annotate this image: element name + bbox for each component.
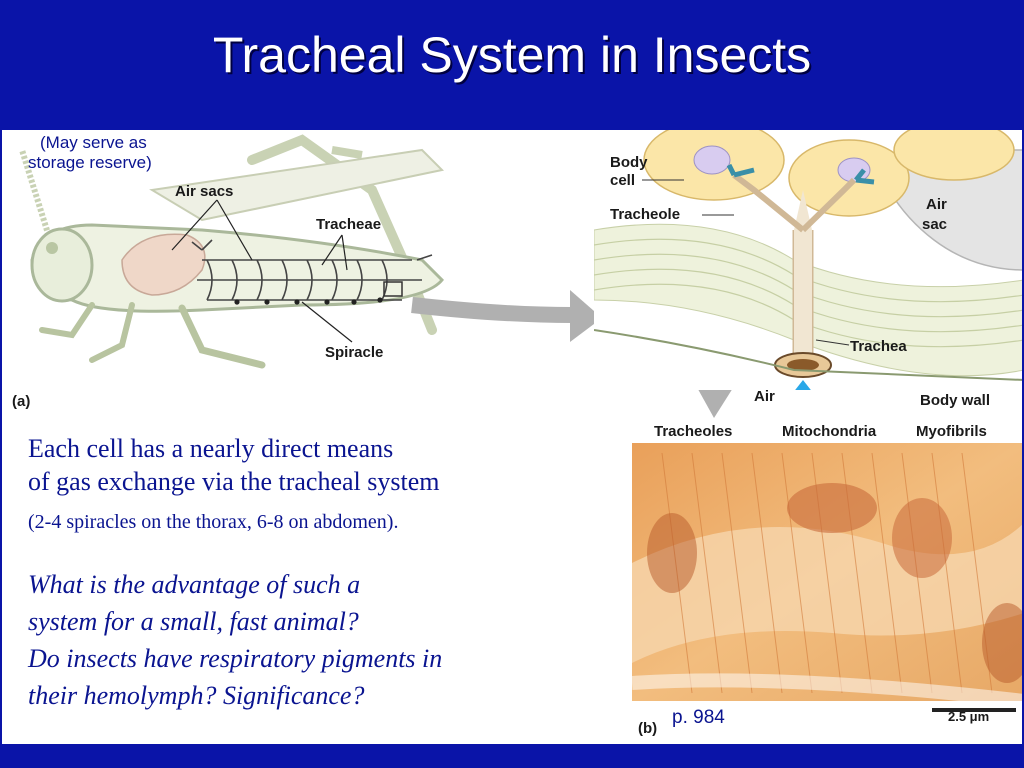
tracheole-micrograph — [632, 443, 1022, 701]
panel-label-a: (a) — [12, 393, 31, 410]
tracheole-detail-diagram — [594, 130, 1022, 390]
label-tracheoles: Tracheoles — [654, 423, 733, 440]
label-spiracle: Spiracle — [325, 344, 384, 361]
storage-note-line2: storage reserve) — [28, 153, 152, 172]
label-air-sacs: Air sacs — [175, 183, 234, 200]
body-line-2: of gas exchange via the tracheal system — [28, 467, 440, 496]
label-body-cell-2: cell — [610, 172, 636, 189]
label-air-sac-1: Air — [926, 196, 947, 213]
question-line-2: system for a small, fast animal? — [28, 607, 359, 636]
label-air: Air — [754, 388, 775, 405]
label-air-sac-2: sac — [922, 216, 948, 233]
label-body-wall: Body wall — [920, 392, 991, 409]
label-body-cell-1: Body — [610, 154, 648, 171]
body-text: Each cell has a nearly direct means of g… — [28, 432, 440, 498]
grasshopper-diagram — [19, 134, 445, 369]
question-line-1: What is the advantage of such a — [28, 570, 361, 599]
label-mitochondria: Mitochondria — [782, 423, 877, 440]
scale-bar — [932, 708, 1016, 712]
label-trachea: Trachea — [850, 338, 907, 355]
scale-label: 2.5 μm — [948, 709, 990, 724]
questions: What is the advantage of such a system f… — [28, 566, 442, 714]
label-myofibrils: Myofibrils — [916, 423, 987, 440]
slide-title: Tracheal System in Insects — [212, 27, 812, 83]
content-panel: (May serve as storage reserve) Air sacs … — [2, 130, 1022, 744]
label-tracheole: Tracheole — [610, 206, 681, 223]
body-line-1: Each cell has a nearly direct means — [28, 434, 394, 463]
title-bar: Tracheal System in Insects — [0, 0, 1024, 130]
page-reference: p. 984 — [672, 707, 725, 728]
storage-note-line1: (May serve as — [40, 133, 147, 152]
body-line-3: (2-4 spiracles on the thorax, 6-8 on abd… — [28, 511, 399, 533]
question-line-3: Do insects have respiratory pigments in — [28, 644, 443, 673]
bottom-bar — [0, 744, 1024, 768]
panel-label-b: (b) — [638, 720, 658, 737]
label-tracheae: Tracheae — [316, 216, 382, 233]
question-line-4: their hemolymph? Significance? — [28, 681, 365, 710]
